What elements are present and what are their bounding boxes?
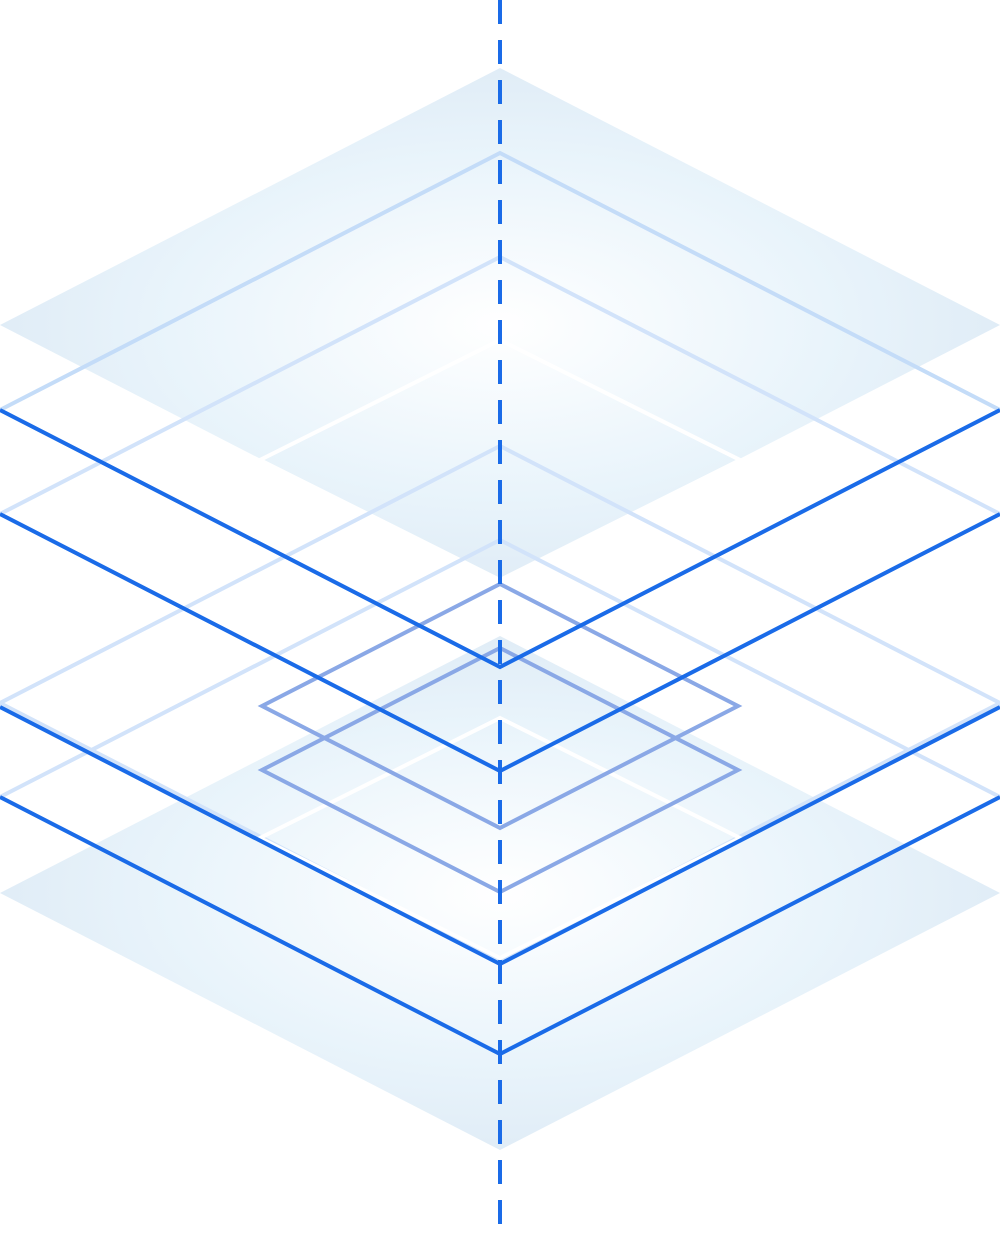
bottom-white-outline [255, 715, 745, 961]
upper-strong-edge-1 [0, 408, 1000, 670]
center-small-outline-upper [257, 581, 743, 831]
